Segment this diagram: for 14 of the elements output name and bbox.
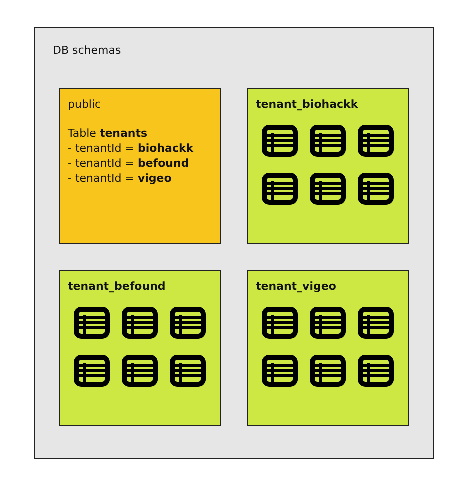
schema-box bbox=[59, 270, 221, 426]
schema-title: tenant_biohackk bbox=[256, 98, 358, 111]
schema-box bbox=[59, 88, 221, 244]
table-note: Table tenants bbox=[68, 127, 148, 140]
schema-title: tenant_vigeo bbox=[256, 280, 336, 293]
schema-box bbox=[247, 88, 409, 244]
table-note: - tenantId = vigeo bbox=[68, 172, 172, 185]
schema-title: tenant_befound bbox=[68, 280, 166, 293]
schema-container bbox=[34, 27, 434, 459]
container-label: DB schemas bbox=[53, 44, 122, 57]
table-note: - tenantId = biohackk bbox=[68, 142, 194, 155]
schema-box bbox=[247, 270, 409, 426]
table-note: - tenantId = befound bbox=[68, 157, 190, 170]
schema-title: public bbox=[68, 98, 102, 111]
